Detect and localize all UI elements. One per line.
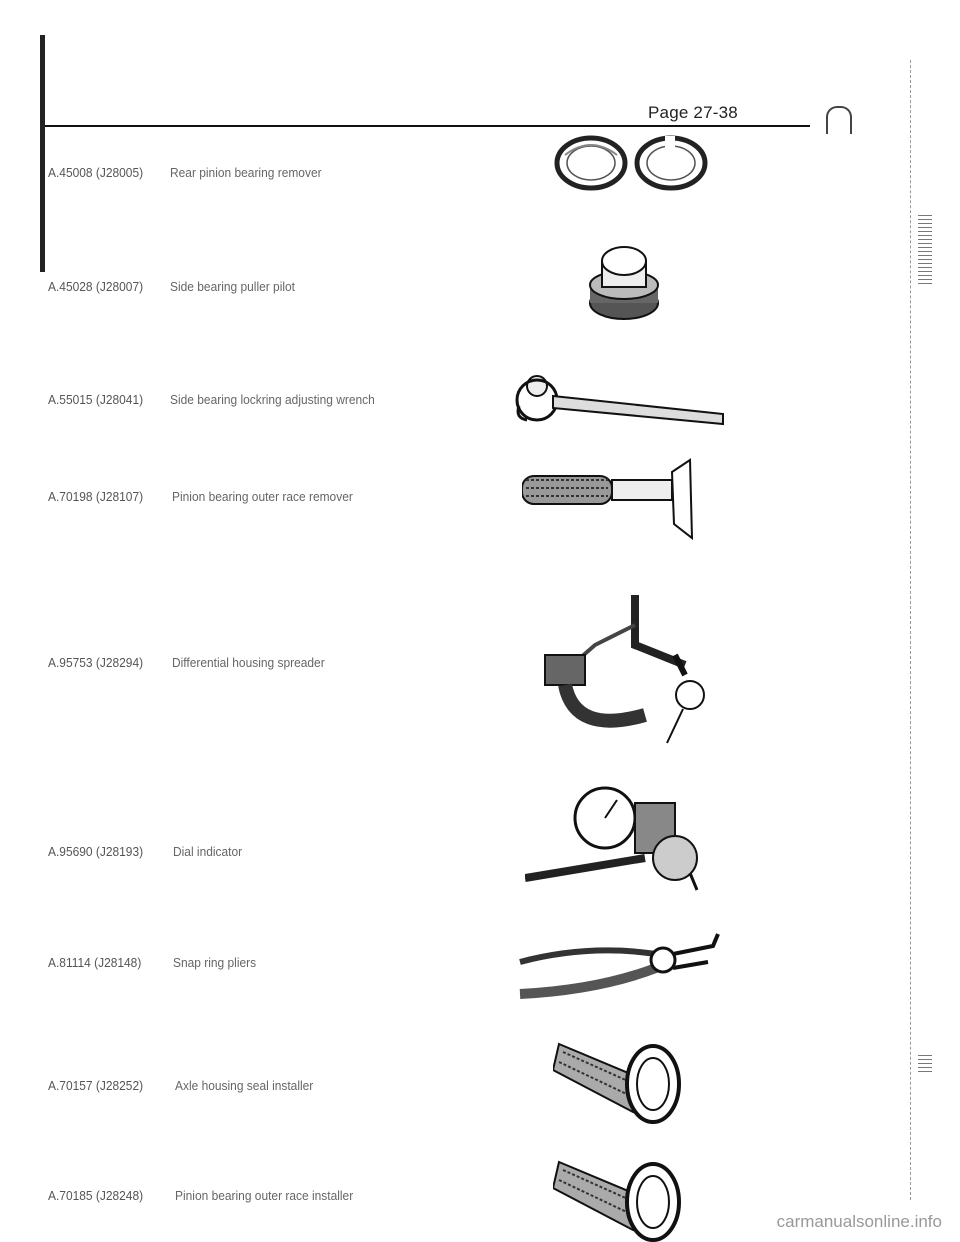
- margin-marks: [918, 215, 932, 285]
- snap-ring-pliers-icon: [518, 932, 723, 1004]
- tool-description: Rear pinion bearing remover: [170, 165, 322, 180]
- binding-bar: [40, 35, 45, 272]
- dial-indicator-icon: [525, 778, 720, 893]
- tool-description: Differential housing spreader: [172, 655, 325, 670]
- tool-description: Dial indicator: [173, 844, 243, 859]
- tool-description: Pinion bearing outer race remover: [172, 489, 353, 504]
- tool-part-number: A.55015 (J28041): [48, 392, 144, 407]
- tool-part-number: A.45028 (J28007): [48, 279, 144, 294]
- corner-mark: [826, 106, 852, 134]
- header-rule: [45, 125, 810, 127]
- tool-description: Side bearing lockring adjusting wrench: [170, 392, 375, 407]
- housing-spreader-icon: [535, 585, 715, 745]
- page-edge-line: [910, 60, 913, 1200]
- tool-part-number: A.70198 (J28107): [48, 489, 144, 504]
- tool-part-number: A.70185 (J28248): [48, 1188, 144, 1203]
- race-installer-icon: [553, 1138, 693, 1242]
- tool-part-number: A.95690 (J28193): [48, 844, 144, 859]
- tool-description: Snap ring pliers: [173, 955, 257, 970]
- seal-installer-icon: [553, 1020, 693, 1132]
- margin-marks: [918, 1055, 932, 1075]
- tool-part-number: A.70157 (J28252): [48, 1078, 144, 1093]
- split-ring-bearing-remover-icon: [553, 133, 713, 195]
- race-remover-icon: [522, 454, 697, 544]
- tool-part-number: A.45008 (J28005): [48, 165, 144, 180]
- tool-description: Axle housing seal installer: [175, 1078, 314, 1093]
- page-number: Page 27-38: [648, 103, 738, 122]
- watermark: carmanualsonline.info: [776, 1212, 942, 1231]
- lockring-wrench-icon: [505, 362, 730, 430]
- tool-part-number: A.81114 (J28148): [48, 955, 142, 970]
- tool-part-number: A.95753 (J28294): [48, 655, 144, 670]
- tool-description: Side bearing puller pilot: [170, 279, 296, 294]
- puller-pilot-icon: [584, 245, 664, 325]
- tool-description: Pinion bearing outer race installer: [175, 1188, 354, 1203]
